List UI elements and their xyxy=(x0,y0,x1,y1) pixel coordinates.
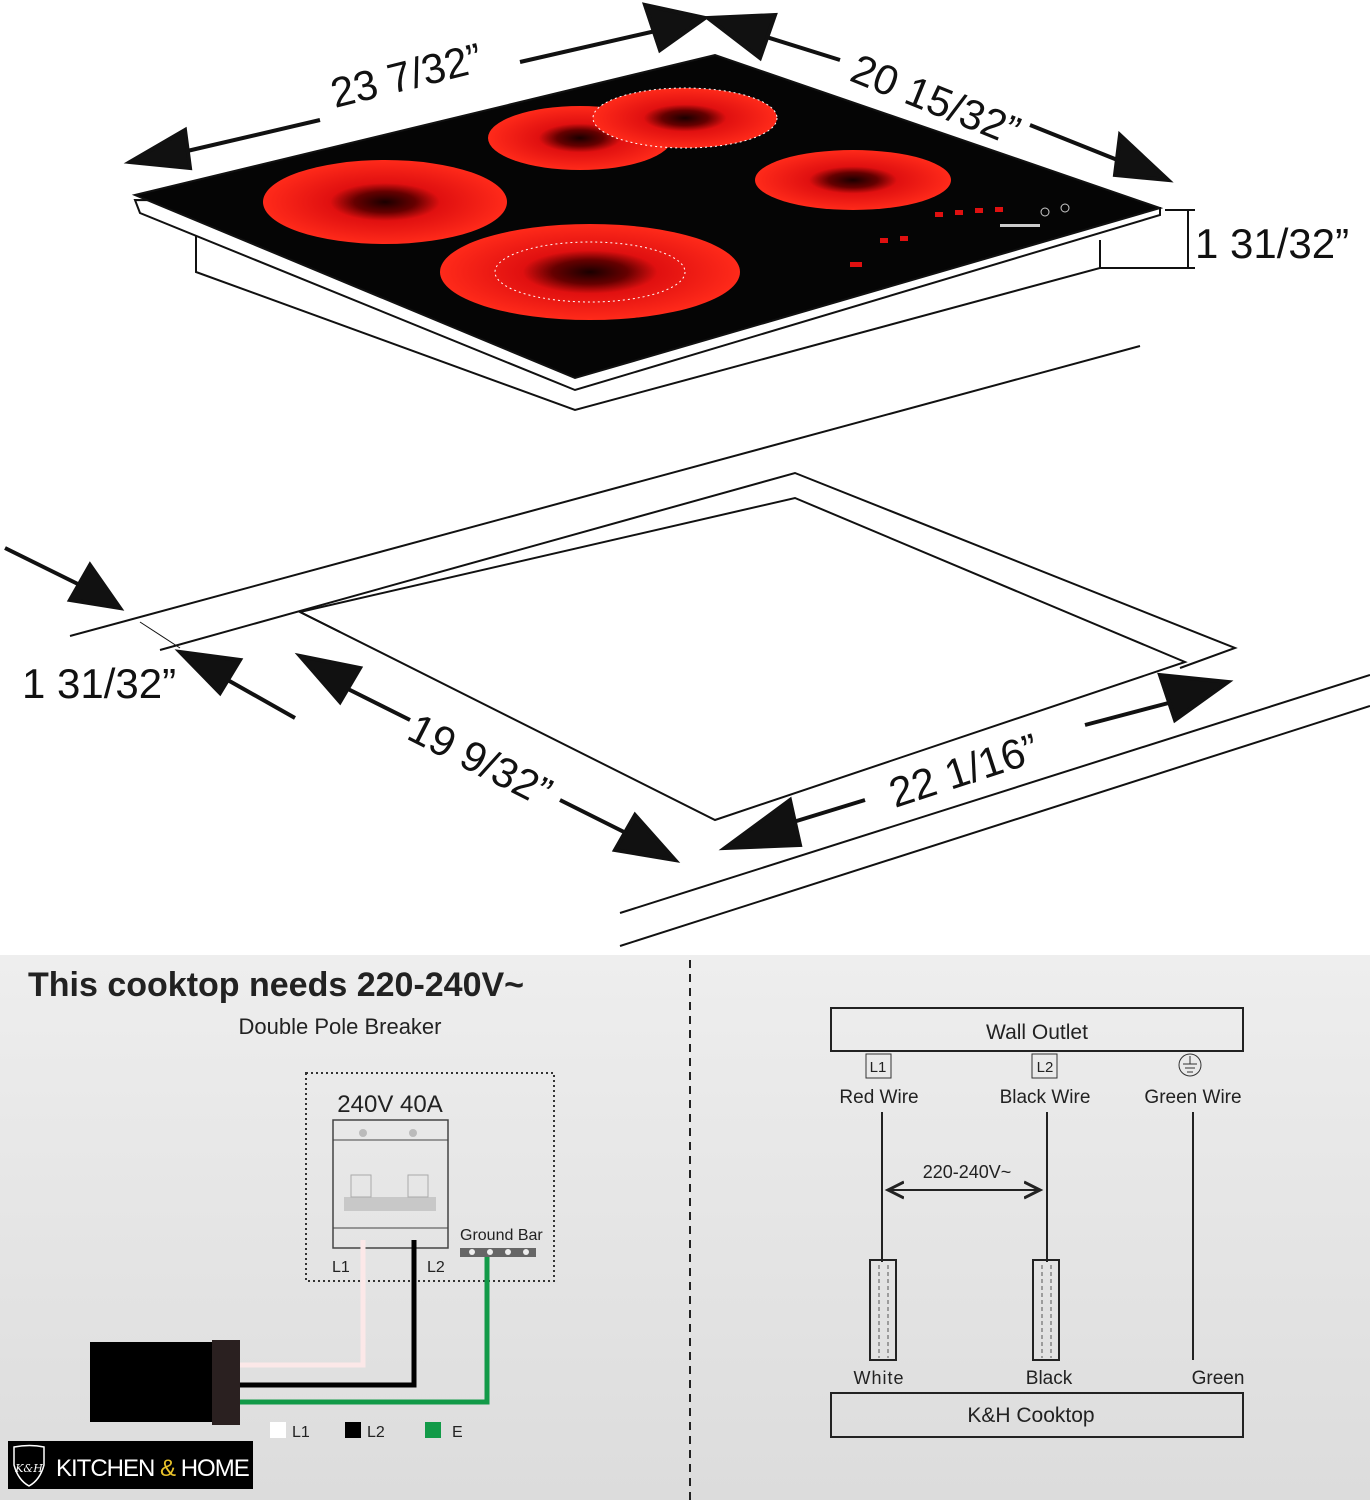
legend-l2: L2 xyxy=(367,1424,385,1441)
dimension-arrows xyxy=(4,2,1234,863)
ground-symbol-icon xyxy=(1178,1053,1202,1077)
wall-outlet-label: Wall Outlet xyxy=(986,1021,1088,1044)
breaker-rating: 240V 40A xyxy=(337,1091,442,1118)
black-label: Black xyxy=(1026,1368,1073,1389)
legend-e: E xyxy=(452,1424,463,1441)
wire-l1 xyxy=(240,1240,366,1368)
red-wire-label: Red Wire xyxy=(839,1087,918,1108)
shield-icon xyxy=(13,1444,45,1487)
terminal-l1: L1 xyxy=(870,1059,887,1076)
wires xyxy=(240,1240,490,1405)
cooktop-box xyxy=(830,1392,1244,1438)
terminal-l2-label: L2 xyxy=(427,1259,445,1276)
cutout-width-label: 22 1/16” xyxy=(883,724,1044,816)
brand-monogram: K&H xyxy=(14,1462,43,1475)
wire-legend: L1 L2 E xyxy=(270,1422,463,1441)
burner-right xyxy=(755,150,951,210)
white-label: White xyxy=(853,1368,904,1388)
terminal-l1-label: L1 xyxy=(332,1259,350,1276)
green-wire-label: Green Wire xyxy=(1144,1087,1241,1108)
cooktop-height-label: 1 31/32” xyxy=(1195,220,1349,267)
breaker-subtitle: Double Pole Breaker xyxy=(238,1014,441,1039)
wire-l2 xyxy=(240,1240,417,1388)
countertop-cutout xyxy=(69,345,1370,947)
voltage-requirement-title: This cooktop needs 220-240V~ xyxy=(28,966,524,1004)
burner-left xyxy=(263,160,507,244)
brand-name: KITCHEN & HOME xyxy=(56,1455,249,1482)
ground-bar-label: Ground Bar xyxy=(460,1227,543,1244)
cooktop-width-label: 23 7/32” xyxy=(326,34,487,117)
breaker xyxy=(332,1119,449,1249)
cooktop xyxy=(131,53,1164,412)
burner-rear-right xyxy=(592,87,778,149)
cooktop-junction-box xyxy=(90,1342,215,1422)
counter-gap-label: 1 31/32” xyxy=(22,660,176,707)
ground-bar xyxy=(460,1248,536,1257)
wall-outlet-box xyxy=(830,1007,1244,1052)
cooktop-label: K&H Cooktop xyxy=(967,1404,1094,1427)
legend-l1: L1 xyxy=(292,1424,310,1441)
breaker-diagram: This cooktop needs 220-240V~ Double Pole… xyxy=(28,966,555,1441)
voltage-label: 220-240V~ xyxy=(923,1162,1012,1182)
brand-logo: K&H KITCHEN & HOME xyxy=(8,1441,253,1489)
terminal-l2: L2 xyxy=(1037,1059,1054,1076)
wire-ground xyxy=(240,1257,490,1405)
black-wire-label: Black Wire xyxy=(1000,1087,1091,1108)
cutout-depth-label: 19 9/32” xyxy=(401,704,560,816)
green-label: Green xyxy=(1192,1368,1245,1389)
burners xyxy=(263,87,951,320)
touch-controls xyxy=(850,203,1070,267)
wiring-schematic: Wall Outlet L1 L2 Red Wire Black Wire Gr… xyxy=(830,1007,1245,1438)
burner-front xyxy=(440,224,740,320)
